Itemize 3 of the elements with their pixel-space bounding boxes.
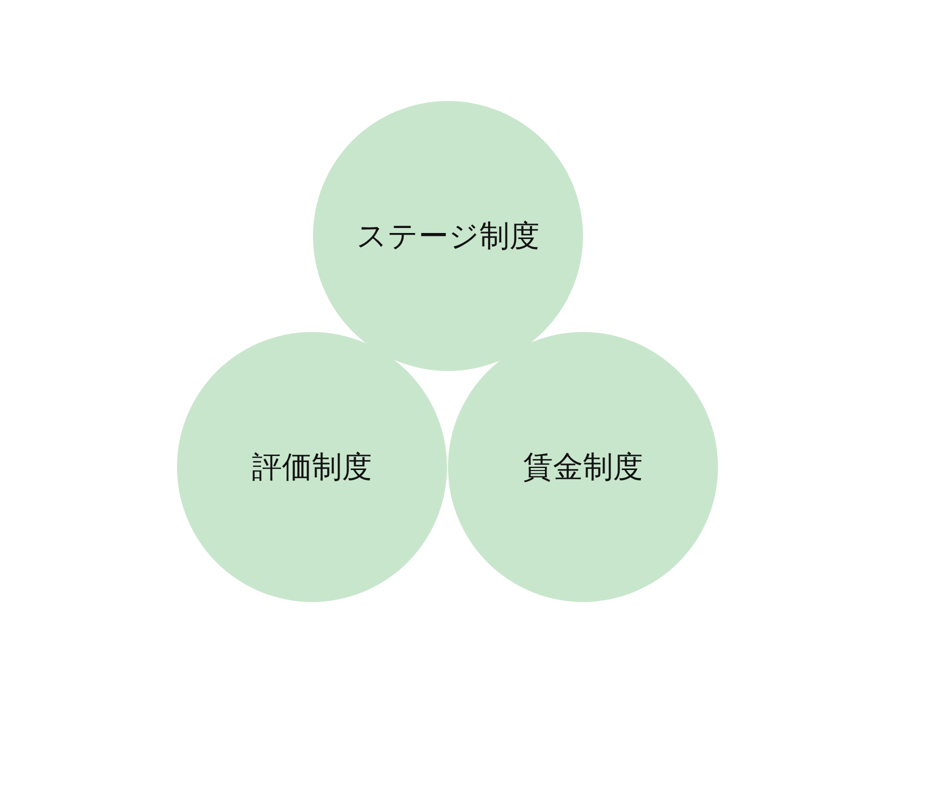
circle-label: 評価制度 <box>252 448 372 486</box>
circle-label: 賃金制度 <box>523 448 643 486</box>
circle-label: ステージ制度 <box>356 218 540 256</box>
